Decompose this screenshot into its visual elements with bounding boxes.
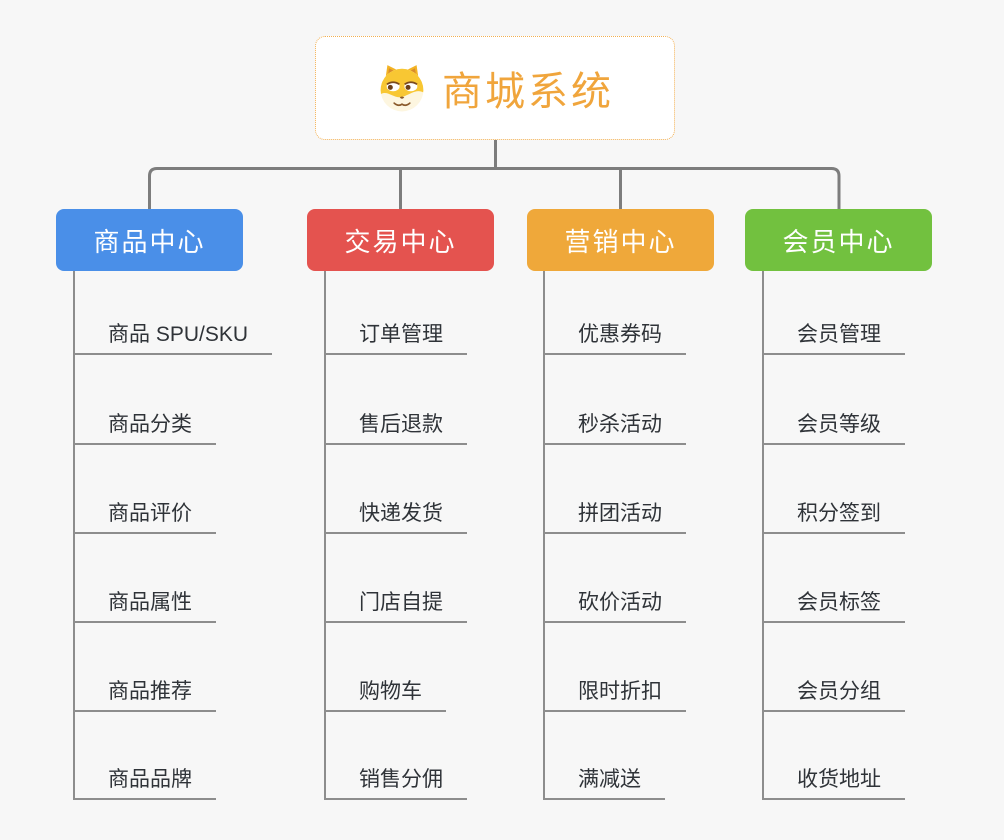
branch-node-trade[interactable]: 交易中心 xyxy=(307,209,494,271)
leaf-item[interactable]: 购物车 xyxy=(324,664,446,712)
leaf-column-marketing: 优惠券码 秒杀活动 拼团活动 砍价活动 限时折扣 满减送 xyxy=(543,271,803,811)
branch-node-marketing[interactable]: 营销中心 xyxy=(527,209,714,271)
leaf-column-member: 会员管理 会员等级 积分签到 会员标签 会员分组 收货地址 xyxy=(762,271,1004,811)
leaf-column-trade: 订单管理 售后退款 快递发货 门店自提 购物车 销售分佣 xyxy=(324,271,584,811)
leaf-item[interactable]: 门店自提 xyxy=(324,575,467,623)
leaf-item[interactable]: 满减送 xyxy=(543,752,665,800)
leaf-item[interactable]: 销售分佣 xyxy=(324,752,467,800)
leaf-item[interactable]: 拼团活动 xyxy=(543,486,686,534)
leaf-item[interactable]: 会员分组 xyxy=(762,664,905,712)
leaf-item[interactable]: 快递发货 xyxy=(324,486,467,534)
leaf-item[interactable]: 优惠券码 xyxy=(543,307,686,355)
leaf-item[interactable]: 会员管理 xyxy=(762,307,905,355)
leaf-item[interactable]: 订单管理 xyxy=(324,307,467,355)
leaf-item[interactable]: 收货地址 xyxy=(762,752,905,800)
branch-node-member[interactable]: 会员中心 xyxy=(745,209,932,271)
branch-node-product[interactable]: 商品中心 xyxy=(56,209,243,271)
dog-face-icon xyxy=(380,65,424,112)
root-title: 商城系统 xyxy=(442,70,614,114)
leaf-column-product: 商品 SPU/SKU 商品分类 商品评价 商品属性 商品推荐 商品品牌 xyxy=(73,271,333,811)
leaf-item[interactable]: 积分签到 xyxy=(762,486,905,534)
root-node[interactable]: 商城系统 xyxy=(315,36,675,140)
leaf-item[interactable]: 砍价活动 xyxy=(543,575,686,623)
leaf-item[interactable]: 限时折扣 xyxy=(543,664,686,712)
leaf-item[interactable]: 售后退款 xyxy=(324,397,467,445)
leaf-item[interactable]: 秒杀活动 xyxy=(543,397,686,445)
leaf-item[interactable]: 会员等级 xyxy=(762,397,905,445)
leaf-item[interactable]: 会员标签 xyxy=(762,575,905,623)
leaf-item[interactable]: 商品 SPU/SKU xyxy=(73,307,273,355)
leaf-item[interactable]: 商品评价 xyxy=(73,486,216,534)
leaf-item[interactable]: 商品分类 xyxy=(73,397,216,445)
leaf-item[interactable]: 商品推荐 xyxy=(73,664,216,712)
leaf-item[interactable]: 商品品牌 xyxy=(73,752,216,800)
leaf-item[interactable]: 商品属性 xyxy=(73,575,216,623)
